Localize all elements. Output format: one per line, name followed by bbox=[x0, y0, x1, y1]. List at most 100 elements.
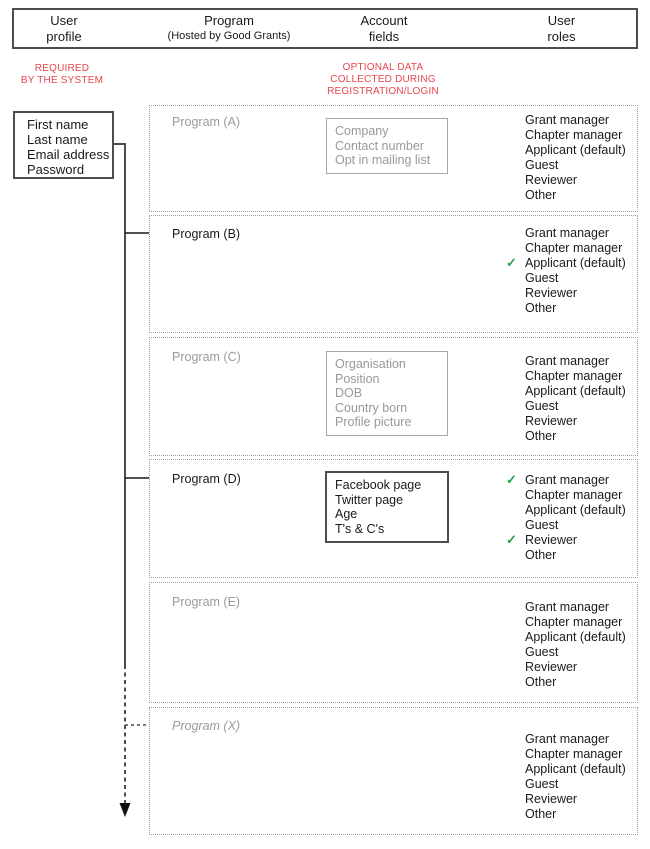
header-column-user-profile: User profile bbox=[14, 13, 114, 45]
note-line: BY THE SYSTEM bbox=[20, 75, 104, 86]
account-field: Twitter page bbox=[335, 492, 404, 507]
roles-list: ✓Grant manager ✓Chapter manager ✓ Applica… bbox=[506, 226, 626, 316]
role-label: Guest bbox=[525, 777, 559, 791]
role-label: Applicant (default) bbox=[525, 143, 626, 157]
role-item: ✓Grant manager bbox=[525, 226, 626, 241]
roles-list: ✓Grant manager ✓Chapter manager ✓Applica… bbox=[525, 354, 626, 444]
header-title: User bbox=[50, 13, 78, 28]
role-item: ✓Chapter manager bbox=[525, 369, 626, 384]
header-column-user-roles: User roles bbox=[489, 13, 634, 45]
check-icon: ✓ bbox=[506, 255, 517, 270]
role-label: Other bbox=[525, 301, 557, 315]
program-row-d: Program (D) Facebook page Twitter page A… bbox=[149, 459, 638, 578]
role-label: Guest bbox=[525, 271, 559, 285]
role-item: ✓Applicant (default) bbox=[525, 503, 626, 518]
required-note: REQUIRED BY THE SYSTEM bbox=[12, 63, 112, 87]
role-label: Reviewer bbox=[525, 660, 578, 674]
role-item: ✓Grant manager bbox=[525, 354, 626, 369]
account-field: Country born bbox=[335, 400, 408, 415]
role-item: ✓Grant manager bbox=[525, 732, 626, 747]
role-label: Grant manager bbox=[525, 354, 610, 368]
role-item: ✓Chapter manager bbox=[525, 615, 626, 630]
role-item: ✓Reviewer bbox=[525, 286, 626, 301]
role-item: ✓Guest bbox=[525, 271, 626, 286]
role-label: Guest bbox=[525, 645, 559, 659]
header-subtitle: profile bbox=[46, 29, 82, 44]
role-item: ✓Applicant (default) bbox=[525, 630, 626, 645]
program-label: Program (A) bbox=[172, 115, 241, 129]
roles-list: ✓Grant manager ✓Chapter manager ✓Applica… bbox=[525, 732, 626, 822]
role-label: Chapter manager bbox=[525, 615, 623, 629]
role-label: Chapter manager bbox=[525, 488, 623, 502]
role-item: ✓Applicant (default) bbox=[525, 384, 626, 399]
role-label: Reviewer bbox=[525, 533, 578, 547]
header-subtitle: fields bbox=[368, 29, 400, 44]
role-label: Other bbox=[525, 548, 557, 562]
role-label: Reviewer bbox=[525, 792, 578, 806]
role-item: ✓Reviewer bbox=[506, 532, 626, 548]
role-item: ✓Chapter manager bbox=[525, 128, 626, 143]
role-label: Grant manager bbox=[525, 226, 610, 240]
note-line: REQUIRED bbox=[34, 63, 90, 74]
role-item: ✓Applicant (default) bbox=[525, 143, 626, 158]
note-line: OPTIONAL DATA bbox=[342, 62, 424, 73]
optional-note: OPTIONAL DATA COLLECTED DURING REGISTRAT… bbox=[313, 62, 453, 98]
role-item: ✓Guest bbox=[525, 399, 626, 414]
account-field: Opt in mailing list bbox=[335, 153, 431, 167]
role-label: Chapter manager bbox=[525, 369, 623, 383]
role-item: ✓Other bbox=[525, 429, 626, 444]
header-column-account-fields: Account fields bbox=[314, 13, 454, 45]
account-field: Organisation bbox=[335, 357, 406, 371]
program-row-c: Program (C) Organisation Position DOB Co… bbox=[149, 337, 638, 456]
role-label: Other bbox=[525, 675, 557, 689]
profile-field: Password bbox=[27, 162, 85, 177]
role-label: Reviewer bbox=[525, 173, 578, 187]
account-field: Position bbox=[335, 371, 380, 386]
account-field: Company bbox=[335, 124, 389, 138]
program-row-e: Program (E) ✓Grant manager ✓Chapter mana… bbox=[149, 582, 638, 703]
profile-connector-line bbox=[114, 143, 126, 665]
role-item: ✓ Grant manager bbox=[506, 472, 626, 488]
role-label: Applicant (default) bbox=[525, 762, 626, 776]
role-item: ✓Guest bbox=[525, 518, 626, 533]
role-label: Grant manager bbox=[525, 732, 610, 746]
role-label: Grant manager bbox=[525, 473, 610, 487]
header-box: User profile Program (Hosted by Good Gra… bbox=[12, 8, 638, 49]
role-label: Chapter manager bbox=[525, 241, 623, 255]
role-item: ✓Reviewer bbox=[525, 792, 626, 807]
roles-list: ✓Grant manager ✓Chapter manager ✓Applica… bbox=[525, 113, 626, 203]
header-subtitle: (Hosted by Good Grants) bbox=[167, 30, 291, 42]
role-label: Applicant (default) bbox=[525, 256, 626, 270]
program-label: Program (D) bbox=[172, 472, 241, 486]
role-item: ✓Reviewer bbox=[525, 414, 626, 429]
role-item: ✓Guest bbox=[525, 158, 626, 173]
role-label: Reviewer bbox=[525, 286, 578, 300]
roles-list: ✓ Grant manager ✓ Chapter manager ✓Applica… bbox=[506, 472, 626, 563]
role-item: ✓Other bbox=[525, 807, 626, 822]
role-label: Grant manager bbox=[525, 600, 610, 614]
role-label: Other bbox=[525, 807, 557, 821]
role-item: ✓Chapter manager bbox=[525, 241, 626, 256]
roles-list: ✓Grant manager ✓Chapter manager ✓Applica… bbox=[525, 600, 626, 690]
role-label: Other bbox=[525, 429, 557, 443]
role-label: Guest bbox=[525, 518, 559, 532]
note-line: COLLECTED DURING bbox=[330, 74, 436, 85]
account-fields-box: Organisation Position DOB Country born P… bbox=[326, 351, 448, 436]
check-icon: ✓ bbox=[506, 472, 517, 487]
account-field: T's & C's bbox=[335, 521, 385, 536]
role-item: ✓Applicant (default) bbox=[525, 762, 626, 777]
role-label: Guest bbox=[525, 399, 559, 413]
role-item: ✓Reviewer bbox=[525, 660, 626, 675]
program-label: Program (X) bbox=[172, 719, 241, 733]
role-label: Applicant (default) bbox=[525, 384, 626, 398]
program-label: Program (E) bbox=[172, 595, 241, 609]
account-field: Facebook page bbox=[335, 478, 422, 492]
role-item: ✓Other bbox=[525, 675, 626, 690]
role-label: Reviewer bbox=[525, 414, 578, 428]
role-item: ✓Other bbox=[525, 301, 626, 316]
user-profile-box: First name Last name Email address Passw… bbox=[13, 111, 114, 179]
role-label: Chapter manager bbox=[525, 128, 623, 142]
profile-field: Email address bbox=[27, 147, 110, 162]
arrow-down-icon bbox=[119, 803, 131, 817]
